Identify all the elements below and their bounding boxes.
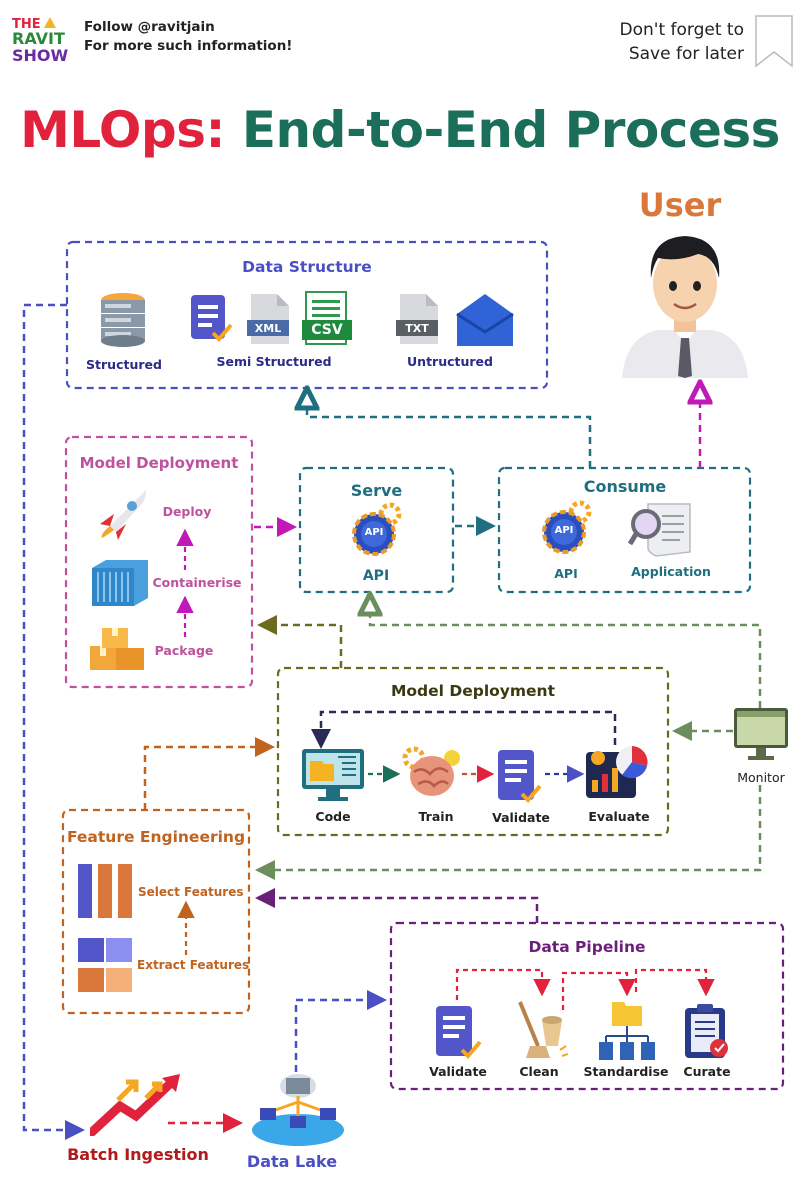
pipeline-validate-label: Validate xyxy=(429,1064,487,1079)
data-structure-title: Data Structure xyxy=(242,258,372,276)
svg-text:SHOW: SHOW xyxy=(12,46,69,64)
save-line-1: Don't forget to xyxy=(619,20,744,40)
application-label: Application xyxy=(631,564,711,579)
txt-file-icon xyxy=(394,292,442,346)
standardise-label: Standardise xyxy=(583,1064,669,1079)
monitor-icon xyxy=(732,706,790,762)
batch-ingestion-icon xyxy=(87,1072,186,1137)
consume-api-label: API xyxy=(554,566,578,581)
unstructured-label: Untructured xyxy=(407,354,493,369)
pipeline-validate-icon xyxy=(432,1004,484,1062)
model-deployment-mid-title: Model Deployment xyxy=(390,682,556,700)
serve-api-icon-text: API xyxy=(364,527,384,538)
follow-text: Follow @ravitjain For more such informat… xyxy=(84,18,292,56)
bookmark-button[interactable] xyxy=(754,14,794,68)
containerise-label: Containerise xyxy=(152,575,242,590)
select-features-label: Select Features xyxy=(138,885,244,899)
serve-title: Serve xyxy=(350,481,403,500)
standardise-hierarchy-icon xyxy=(598,1000,656,1062)
evaluate-dashboard-icon xyxy=(584,744,650,804)
monitor-label: Monitor xyxy=(737,770,785,785)
follow-line-1: Follow @ravitjain xyxy=(84,19,215,35)
csv-badge: CSV xyxy=(311,322,343,338)
semi-structured-label: Semi Structured xyxy=(216,354,332,369)
feature-engineering-title: Feature Engineering xyxy=(66,828,246,846)
title-part-2: End-to-End Process xyxy=(241,101,780,159)
email-envelope-icon xyxy=(455,292,515,348)
xml-badge: XML xyxy=(254,322,282,335)
data-lake-icon xyxy=(250,1068,346,1148)
data-pipeline-title: Data Pipeline xyxy=(528,938,646,956)
validate-doc-icon xyxy=(494,748,544,806)
structured-label: Structured xyxy=(86,357,162,372)
txt-badge: TXT xyxy=(405,322,429,335)
consume-title: Consume xyxy=(583,477,667,496)
train-label: Train xyxy=(418,809,454,824)
container-icon xyxy=(90,558,150,608)
rocket-icon xyxy=(96,486,150,540)
clean-label: Clean xyxy=(519,1064,559,1079)
curate-clipboard-icon xyxy=(683,1002,731,1060)
curate-label: Curate xyxy=(683,1064,731,1079)
code-label: Code xyxy=(315,809,351,824)
follow-line-2: For more such information! xyxy=(84,38,293,54)
deploy-label: Deploy xyxy=(162,504,212,519)
database-icon xyxy=(98,292,148,348)
document-check-icon xyxy=(187,293,233,345)
consume-api-icon-text: API xyxy=(554,525,574,536)
page-title: MLOps: End-to-End Process xyxy=(0,100,800,160)
user-avatar xyxy=(618,226,752,378)
user-label: User xyxy=(638,186,722,224)
consume-api-gear-icon xyxy=(540,500,594,558)
package-boxes-icon xyxy=(88,626,146,672)
title-part-1: MLOps: xyxy=(20,101,225,159)
logo-icon: THE RAVIT SHOW xyxy=(10,14,78,65)
svg-text:THE: THE xyxy=(12,17,41,32)
bookmark-icon xyxy=(755,15,793,68)
save-line-2: Save for later xyxy=(628,44,744,64)
code-monitor-icon xyxy=(300,745,366,803)
serve-api-label: API xyxy=(362,568,390,584)
model-deployment-left-title: Model Deployment xyxy=(79,454,239,472)
train-brain-icon xyxy=(400,744,464,802)
select-features-icon xyxy=(78,862,134,920)
evaluate-label: Evaluate xyxy=(588,809,650,824)
ravit-show-logo: THE RAVIT SHOW xyxy=(10,14,78,65)
application-document-icon xyxy=(627,500,698,558)
extract-features-icon xyxy=(78,938,134,994)
package-label: Package xyxy=(154,643,214,658)
validate-mid-label: Validate xyxy=(492,810,550,825)
batch-ingestion-label: Batch Ingestion xyxy=(67,1145,209,1164)
serve-api-gear-icon xyxy=(350,502,404,560)
clean-broom-icon xyxy=(512,1000,569,1062)
user-avatar-icon xyxy=(622,236,748,378)
csv-file-icon xyxy=(300,290,354,346)
xml-file-icon xyxy=(245,292,293,346)
svg-text:RAVIT: RAVIT xyxy=(12,29,65,48)
data-lake-label: Data Lake xyxy=(246,1152,338,1171)
save-reminder: Don't forget to Save for later xyxy=(598,18,744,66)
extract-features-label: Extract Features xyxy=(137,958,250,972)
